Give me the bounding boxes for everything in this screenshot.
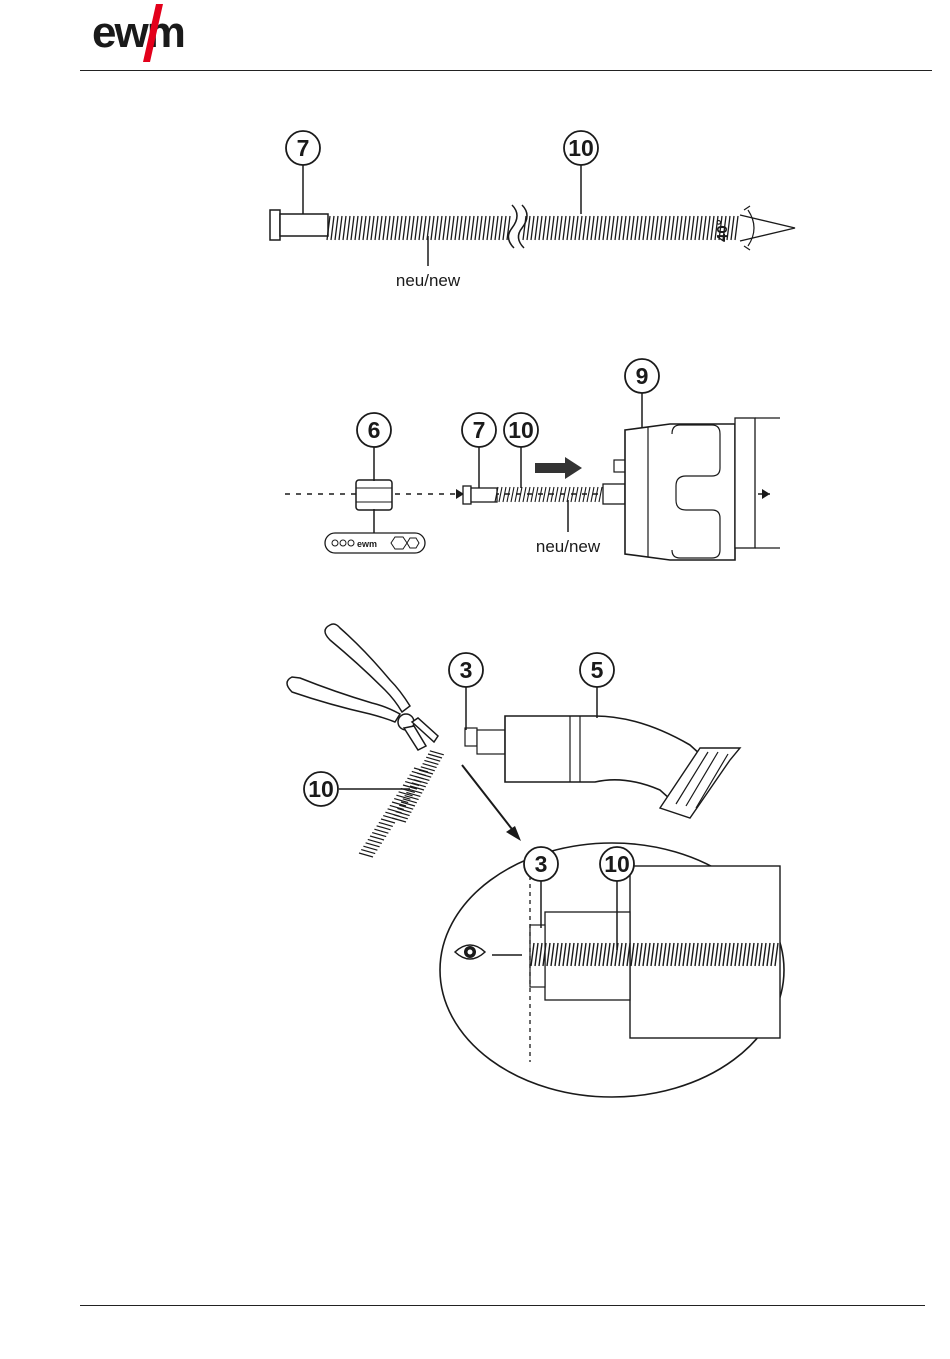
ewm-logo: ewm (90, 4, 225, 64)
svg-text:10: 10 (604, 851, 630, 877)
svg-text:10: 10 (308, 776, 334, 802)
svg-text:10: 10 (508, 417, 534, 443)
svg-text:5: 5 (591, 657, 604, 683)
new-liner-label: neu/new (396, 271, 461, 290)
svg-text:9: 9 (636, 363, 649, 389)
svg-text:ewm: ewm (357, 539, 377, 549)
new-liner-label: neu/new (536, 537, 601, 556)
svg-text:3: 3 (535, 851, 548, 877)
cutting-pliers (287, 624, 438, 750)
figure-liner-cutting: 3 5 10 3 10 (0, 615, 950, 1105)
svg-text:ewm: ewm (92, 8, 184, 57)
callout-liner-10: 10 (504, 413, 538, 447)
detail-callout-10: 10 (600, 847, 634, 881)
header-rule (80, 70, 932, 71)
callout-liner-10: 10 (304, 772, 338, 806)
callout-connector-9: 9 (625, 359, 659, 393)
callout-torch-neck-5: 5 (580, 653, 614, 687)
svg-text:10: 10 (568, 135, 594, 161)
svg-text:7: 7 (473, 417, 486, 443)
callout-bushing-7: 7 (462, 413, 496, 447)
callout-bushing-7: 7 (286, 131, 320, 165)
angle-label: 40° (714, 219, 731, 242)
callout-liner-10: 10 (564, 131, 598, 165)
figure-liner-preparation: 40° 7 10 neu/new (0, 120, 950, 300)
figure-liner-insertion: ewm 6 7 10 (0, 355, 950, 565)
svg-text:7: 7 (297, 135, 310, 161)
detail-callout-3: 3 (524, 847, 558, 881)
callout-contact-tip-holder-3: 3 (449, 653, 483, 687)
svg-text:3: 3 (460, 657, 473, 683)
callout-nut-6: 6 (357, 413, 391, 447)
footer-rule (80, 1305, 925, 1306)
svg-text:6: 6 (368, 417, 381, 443)
